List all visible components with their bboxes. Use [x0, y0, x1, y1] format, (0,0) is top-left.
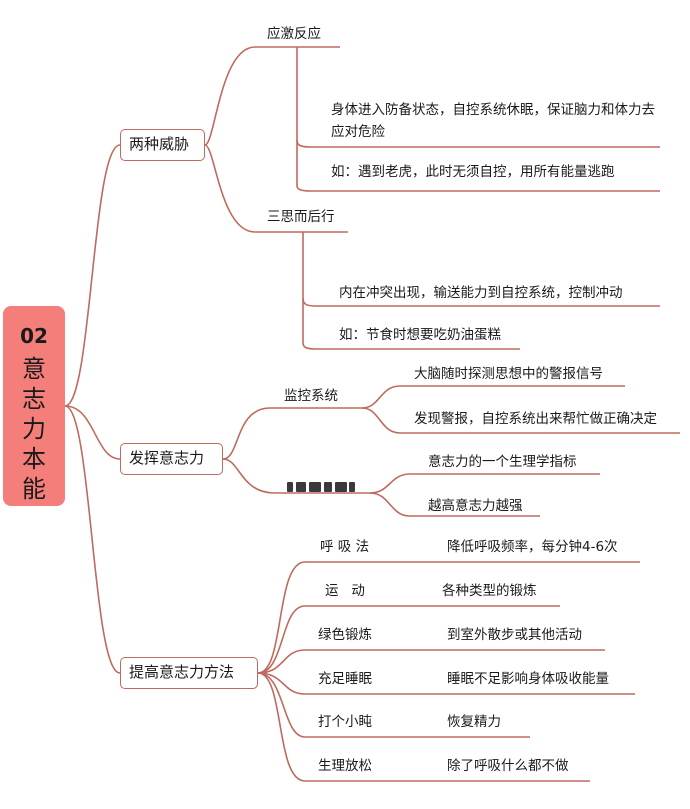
method-name-nap: 打个小盹: [318, 714, 372, 730]
root-number: 02: [20, 324, 48, 348]
point-pause-2: 如：节食时想要吃奶油蛋糕: [339, 327, 501, 343]
method-desc-exercise: 各种类型的锻炼: [442, 583, 537, 599]
connector-monitor-point1: [361, 385, 625, 409]
connector-methods-relax: [257, 672, 590, 782]
subtopic-monitor-system: 监控系统: [284, 388, 338, 404]
root-title-char: 能: [22, 475, 46, 503]
point-indicator-1: 意志力的一个生理学指标: [428, 454, 577, 470]
method-desc-relax: 除了呼吸什么都不做: [447, 758, 569, 774]
method-name-exercise: 运 动: [325, 583, 365, 599]
root-title-char: 本: [22, 445, 46, 473]
point-pause-1: 内在冲突出现，输送能力到自控系统，控制冲动: [339, 285, 623, 301]
connector-methods-sleep: [257, 672, 635, 695]
point-monitor-2: 发现警报，自控系统出来帮忙做正确决定: [414, 411, 657, 427]
connector-root-threats: [64, 144, 121, 407]
branch-improve-methods: 提高意志力方法: [120, 657, 258, 689]
point-indicator-2: 越高意志力越强: [428, 498, 523, 514]
method-desc-green: 到室外散步或其他活动: [447, 627, 582, 643]
subtopic-stress-response: 应激反应: [267, 26, 321, 42]
connector-willpower-monitor: [222, 407, 362, 460]
method-name-sleep: 充足睡眠: [318, 671, 372, 687]
point-monitor-1: 大脑随时探测思想中的警报信号: [414, 366, 603, 382]
connector-methods-nap: [257, 672, 530, 738]
obscured-subtopic-label: [287, 479, 357, 495]
method-desc-nap: 恢复精力: [447, 714, 501, 730]
connector-monitor-point2: [361, 407, 680, 434]
connector-methods-exercise: [257, 605, 560, 674]
subtopic-think-twice: 三思而后行: [267, 209, 335, 225]
connector-threats-pause: [204, 144, 348, 233]
connector-methods-green: [257, 649, 605, 674]
root-title-char: 力: [22, 415, 46, 443]
connector-indicator-point2: [369, 492, 540, 517]
connector-stress-point2: [296, 140, 660, 192]
method-name-relax: 生理放松: [318, 758, 372, 774]
branch-two-threats: 两种威胁: [120, 129, 205, 161]
connector-pause-point2: [302, 298, 520, 350]
root-title-char: 志: [22, 385, 46, 413]
method-desc-sleep: 睡眠不足影响身体吸收能量: [447, 671, 609, 687]
method-name-breathing: 呼 吸 法: [320, 539, 370, 555]
root-title-char: 意: [22, 355, 46, 383]
branch-exert-willpower: 发挥意志力: [120, 443, 223, 475]
connector-methods-breath: [257, 561, 640, 674]
method-desc-breathing: 降低呼吸频率，每分钟4-6次: [447, 539, 618, 555]
point-stress-1: 身体进入防备状态，自控系统休眠，保证脑力和体力去应对危险: [331, 102, 655, 140]
connector-willpower-indicator: [222, 458, 370, 494]
connector-root-willpower: [64, 405, 121, 460]
root-topic-box: 02 意 志 力 本 能: [3, 306, 65, 506]
point-stress-2: 如：遇到老虎，此时无须自控，用所有能量逃跑: [331, 164, 615, 180]
connector-root-methods: [64, 405, 121, 674]
method-name-green: 绿色锻炼: [318, 627, 372, 643]
connector-indicator-point1: [369, 473, 600, 494]
connector-threats-stress: [204, 46, 340, 146]
